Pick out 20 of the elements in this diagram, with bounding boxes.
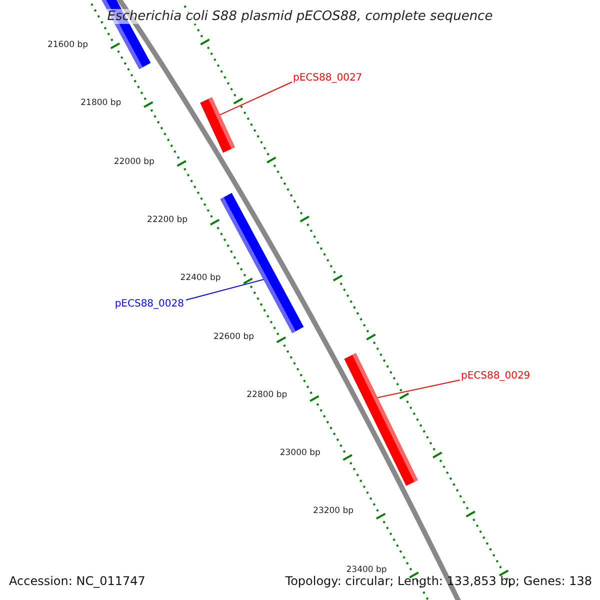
tick-label: 23000 bp	[280, 448, 320, 458]
title: Escherichia coli S88 plasmid pECOS88, complete sequence	[107, 9, 493, 24]
gene-label: pECS88_0028	[114, 298, 184, 310]
gene-bar	[220, 192, 304, 334]
gene-label: pECS88_0027	[293, 72, 362, 84]
tick-label: 22600 bp	[213, 332, 254, 342]
tick-label: 23200 bp	[313, 506, 354, 516]
tick-label: 21800 bp	[80, 98, 122, 108]
leader-line	[377, 380, 460, 398]
gene-bar	[200, 97, 235, 153]
tick-label: 23400 bp	[346, 564, 387, 575]
sequence-stats: Topology: circular; Length: 133,853 bp; Genes: 138	[285, 574, 592, 588]
gene-bar	[344, 353, 418, 486]
leader-line	[186, 278, 264, 300]
accession-text: Accession: NC_011747	[9, 574, 146, 588]
leader-line	[219, 82, 292, 116]
tick-label: 22800 bp	[246, 390, 288, 400]
tick-label: 22400 bp	[180, 273, 221, 284]
tick-label: 22000 bp	[114, 156, 154, 167]
gene-label: pECS88_0029	[461, 370, 530, 382]
